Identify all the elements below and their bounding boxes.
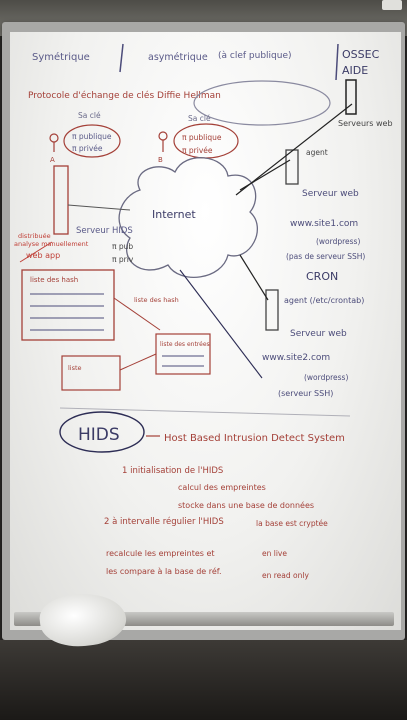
entries-box [155, 333, 211, 375]
left-key-priv: π privée [72, 144, 103, 153]
header-protocol: Protocole d'échange de clés Diffie Hellm… [28, 90, 221, 101]
small-list-box [61, 355, 121, 391]
wall-sign [382, 0, 402, 10]
hids-priv: π priv [112, 255, 134, 264]
header-aide: AIDE [342, 64, 368, 77]
hids-server-label: Serveur HIDS [76, 226, 133, 236]
floor-area [0, 640, 407, 720]
note-analysis: analyse manuellement [14, 240, 89, 248]
server1-label: Serveur web [302, 189, 359, 199]
header-ossec: OSSEC [342, 48, 380, 61]
header-symmetric: Symétrique [32, 51, 90, 63]
left-key-label: Sa clé [78, 111, 101, 120]
server1-sub: (wordpress) [316, 237, 360, 246]
server2-agent: agent (/etc/crontab) [284, 296, 364, 305]
right-person: B [158, 156, 163, 164]
note-web-app: web app [26, 251, 60, 260]
hids-step1: 1 initialisation de l'HIDS [122, 466, 223, 476]
right-key-label: Sa clé [188, 114, 211, 123]
hids-server-icon [53, 165, 69, 235]
server1-domain: www.site1.com [290, 219, 358, 229]
servers-label: Serveurs web [338, 119, 393, 128]
cron-label: CRON [306, 270, 338, 283]
header-asymmetric: asymétrique [148, 52, 208, 63]
hids-step1b: stocke dans une base de données [178, 500, 314, 510]
hids-step1c: la base est cryptée [256, 519, 328, 528]
hids-step2d: en read only [262, 571, 309, 580]
server2-domain: www.site2.com [262, 353, 330, 363]
right-key-priv: π privée [182, 146, 213, 155]
hids-step1a: calcul des empreintes [178, 483, 266, 492]
whiteboard-surface [10, 32, 401, 630]
entries-box-title: liste des entrées [160, 341, 210, 348]
left-person: A [50, 156, 55, 164]
hids-step2: 2 à intervalle régulier l'HIDS [104, 516, 224, 527]
hids-step2c: en live [262, 549, 287, 558]
note-distribution: distribuée [18, 232, 51, 240]
hash-list-box [21, 269, 115, 341]
hids-step2a: recalcule les empreintes et [106, 549, 215, 558]
mid-note: liste des hash [134, 296, 179, 304]
server1-agent: agent [306, 148, 328, 157]
internet-cloud [118, 157, 258, 278]
hids-step2b: les compare à la base de réf. [106, 566, 222, 576]
small-list-title: liste [68, 364, 82, 372]
internet-label: Internet [152, 208, 196, 221]
hash-list-title: liste des hash [30, 276, 78, 284]
server1-ssh: (pas de serveur SSH) [286, 252, 365, 261]
hids-pub: π pub [112, 242, 133, 251]
right-key-pub: π publique [182, 133, 222, 142]
server2-sub: (wordpress) [304, 373, 348, 382]
header-key-note: (à clef publique) [218, 51, 292, 61]
server2-ssh: (serveur SSH) [278, 389, 333, 398]
hids-full-name: Host Based Intrusion Detect System [164, 433, 345, 444]
server2-label: Serveur web [290, 329, 347, 339]
left-key-pub: π publique [72, 132, 112, 141]
hids-acronym: HIDS [78, 425, 120, 445]
